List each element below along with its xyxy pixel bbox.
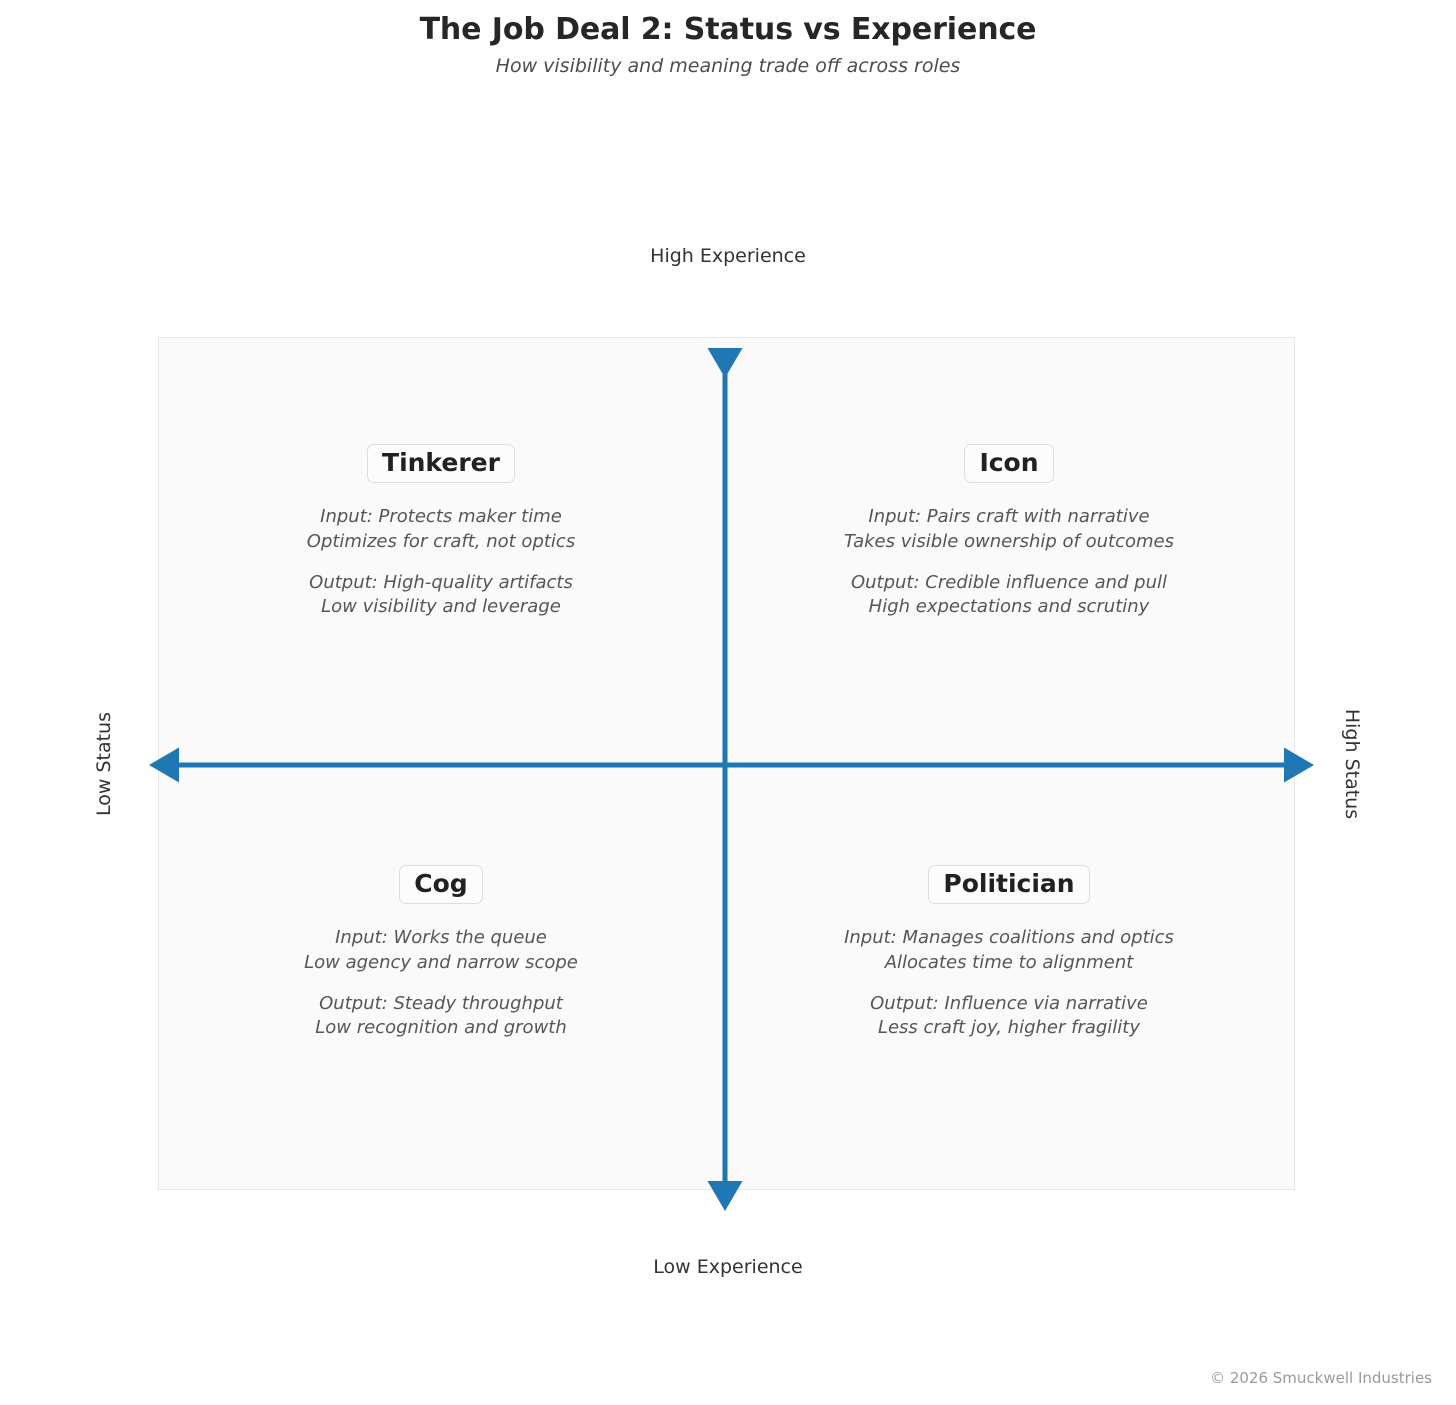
quadrant-politician[interactable]: Politician Input: Manages coalitions and…: [774, 865, 1244, 1041]
quadrant-label-icon: Icon: [964, 444, 1054, 483]
axis-label-low-experience: Low Experience: [653, 1256, 803, 1278]
quadrant-label-tinkerer: Tinkerer: [367, 444, 515, 483]
footer-credit: © 2026 Smuckwell Industries: [1210, 1369, 1432, 1387]
quadrant-icon[interactable]: Icon Input: Pairs craft with narrative T…: [774, 444, 1244, 620]
axis-label-high-status: High Status: [1341, 708, 1363, 820]
axis-label-low-status: Low Status: [93, 712, 115, 816]
axis-label-high-experience: High Experience: [650, 245, 806, 267]
quadrant-output-icon: Output: Credible influence and pull High…: [850, 571, 1168, 618]
page-title: The Job Deal 2: Status vs Experience: [419, 12, 1037, 47]
page-subtitle: How visibility and meaning trade off acr…: [495, 55, 961, 77]
quadrant-output-tinkerer: Output: High-quality artifacts Low visib…: [309, 571, 573, 618]
quadrant-input-politician: Input: Manages coalitions and optics All…: [844, 927, 1174, 973]
quadrant-output-cog: Output: Steady throughput Low recognitio…: [315, 992, 567, 1039]
quadrant-input-cog: Input: Works the queue Low agency and na…: [304, 927, 578, 973]
quadrant-output-politician: Output: Influence via narrative Less cra…: [870, 992, 1148, 1039]
quadrant-cog[interactable]: Cog Input: Works the queue Low agency an…: [206, 865, 676, 1041]
quadrant-input-icon: Input: Pairs craft with narrative Takes …: [844, 506, 1174, 552]
quadrant-label-politician: Politician: [928, 865, 1090, 904]
horizontal-axis-arrow: [149, 348, 1314, 1211]
quadrant-input-tinkerer: Input: Protects maker time Optimizes for…: [306, 506, 576, 552]
quadrant-tinkerer[interactable]: Tinkerer Input: Protects maker time Opti…: [206, 444, 676, 620]
quadrant-label-cog: Cog: [399, 865, 483, 904]
quadrant-plot-area: Tinkerer Input: Protects maker time Opti…: [149, 337, 1314, 1211]
